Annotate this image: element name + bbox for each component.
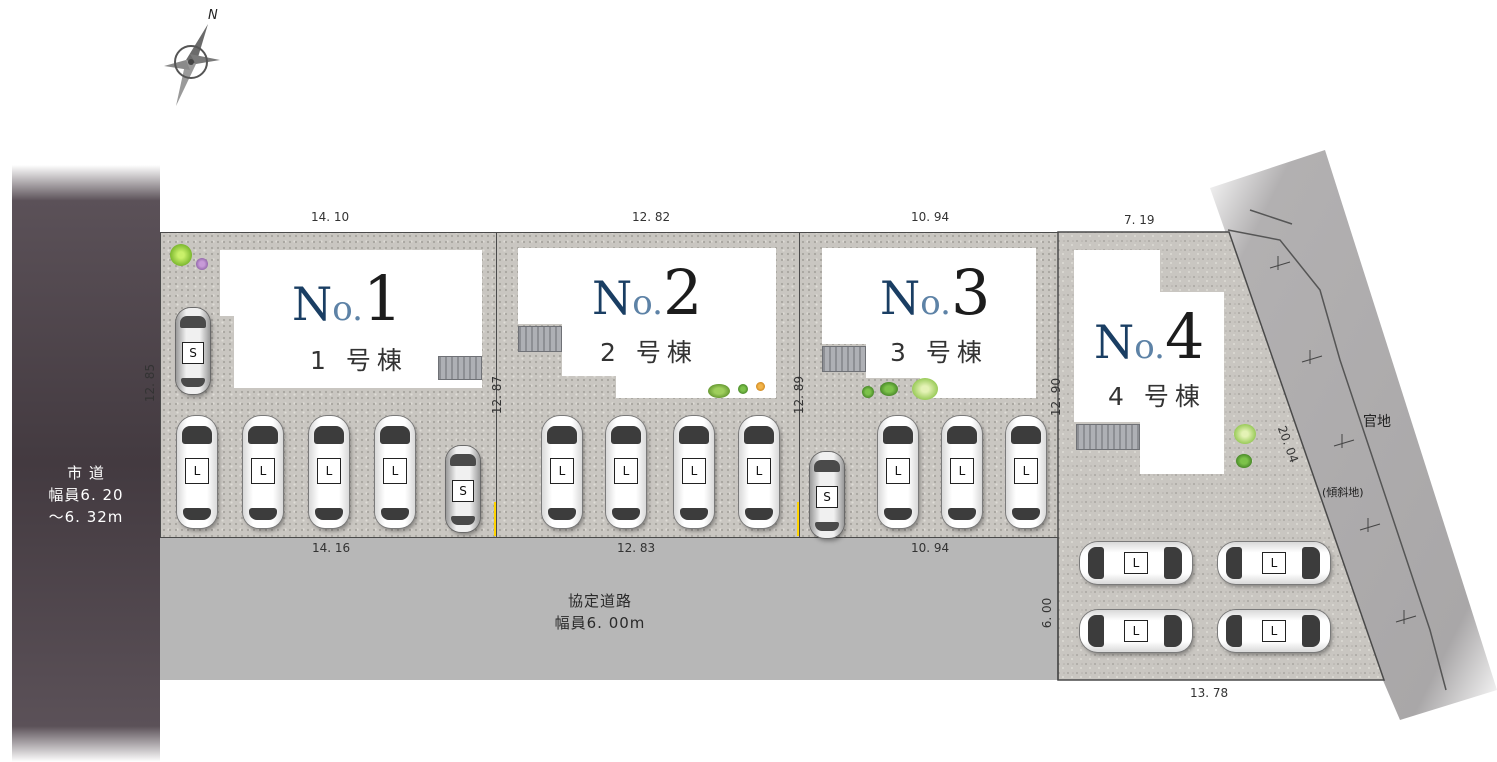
house-2-wing xyxy=(616,370,776,398)
house-3-building-label: 3 号棟 xyxy=(890,338,988,367)
lot-3-bottom-dimension: 10. 94 xyxy=(911,541,950,555)
lot-1-bottom-dimension: 14. 16 xyxy=(312,541,351,555)
house-3-wing xyxy=(920,372,1036,398)
house-1-building-label: 1 号棟 xyxy=(310,346,408,375)
lot-4-bottom-dimension: 13. 78 xyxy=(1190,686,1229,700)
parking-large: L xyxy=(942,416,982,528)
plant-icon xyxy=(1236,454,1252,468)
lot-3-top-dimension: 10. 94 xyxy=(911,210,950,224)
lot-2-top-dimension: 12. 82 xyxy=(632,210,671,224)
agreement-road-name: 協定道路 xyxy=(567,592,632,610)
house-3-number: No.3 xyxy=(880,256,991,329)
storage-1 xyxy=(438,356,482,380)
parking-large-label: L xyxy=(550,458,574,484)
parking-large: L xyxy=(739,416,779,528)
house-2-body xyxy=(562,320,776,376)
agreement-road-width: 幅員6. 00m xyxy=(554,614,646,632)
parking-large-label: L xyxy=(1262,552,1286,574)
city-road-name: 市 道 xyxy=(67,464,105,482)
parking-large: L xyxy=(542,416,582,528)
parking-large-label: L xyxy=(1262,620,1286,642)
plant-icon xyxy=(880,382,898,396)
parking-large-label: L xyxy=(950,458,974,484)
parking-large: L xyxy=(1080,610,1192,652)
flower-icon xyxy=(738,384,748,394)
parking-large-label: L xyxy=(1014,458,1038,484)
parking-large: L xyxy=(1218,542,1330,584)
plant-icon xyxy=(1234,424,1256,444)
parking-large-label: L xyxy=(317,458,341,484)
compass: N xyxy=(160,8,230,108)
lot-2-side-dimension: 12. 87 xyxy=(490,375,504,415)
parking-small-label: S xyxy=(816,486,838,508)
parking-large: L xyxy=(1218,610,1330,652)
house-2-building-label: 2 号棟 xyxy=(600,338,698,367)
state-land-note: (傾斜地) xyxy=(1322,486,1364,499)
house-2-number: No.2 xyxy=(592,256,703,329)
lot-1-top-dimension: 14. 10 xyxy=(311,210,350,224)
parking-large: L xyxy=(1080,542,1192,584)
house-4-building-label: 4 号棟 xyxy=(1108,382,1206,411)
city-road xyxy=(12,165,160,762)
lot-2-bottom-dimension: 12. 83 xyxy=(617,541,656,555)
parking-large-label: L xyxy=(251,458,275,484)
compass-north-label: N xyxy=(208,8,218,23)
city-road-width-range: ～6. 32m xyxy=(48,508,124,526)
house-3[interactable] xyxy=(822,248,1036,344)
parking-small: S xyxy=(810,452,844,538)
flower-icon xyxy=(196,258,208,270)
state-land-slope xyxy=(1210,150,1497,720)
house-4-body xyxy=(1140,292,1224,474)
house-2[interactable] xyxy=(518,248,776,324)
plant-icon xyxy=(912,378,938,400)
parking-large-label: L xyxy=(682,458,706,484)
lot-4-top-dimension: 7. 19 xyxy=(1124,213,1155,227)
storage-4 xyxy=(1076,424,1140,450)
agreement-road-label: 協定道路 幅員6. 00m xyxy=(520,590,680,634)
house-1[interactable] xyxy=(220,250,482,316)
parking-large: L xyxy=(606,416,646,528)
parking-large: L xyxy=(375,416,415,528)
parking-large: L xyxy=(878,416,918,528)
agreement-road xyxy=(160,538,1058,680)
house-1-number: No.1 xyxy=(292,262,403,335)
city-road-label: 市 道 幅員6. 20 ～6. 32m xyxy=(12,462,160,528)
parking-large-label: L xyxy=(747,458,771,484)
parking-large: L xyxy=(674,416,714,528)
house-4-number: No.4 xyxy=(1094,300,1205,373)
parking-large-label: L xyxy=(1124,552,1148,574)
parking-large: L xyxy=(243,416,283,528)
flower-icon xyxy=(756,382,765,391)
parking-large-label: L xyxy=(614,458,638,484)
lot-4-extra-side-dimension: 6. 00 xyxy=(1040,597,1054,629)
lot-3-side-dimension: 12. 89 xyxy=(792,375,806,415)
parking-large-label: L xyxy=(886,458,910,484)
storage-2 xyxy=(518,326,562,352)
parking-large-label: L xyxy=(383,458,407,484)
plant-icon xyxy=(862,386,874,398)
compass-rose-icon xyxy=(164,24,220,106)
city-road-width: 幅員6. 20 xyxy=(48,486,124,504)
parking-large-label: L xyxy=(1124,620,1148,642)
parking-large: L xyxy=(309,416,349,528)
parking-large: L xyxy=(177,416,217,528)
parking-small-label: S xyxy=(452,480,474,502)
parking-small: S xyxy=(176,308,210,394)
storage-3 xyxy=(822,346,866,372)
parking-large-label: L xyxy=(185,458,209,484)
house-3-body xyxy=(866,340,1036,378)
plant-icon xyxy=(708,384,730,398)
lot-1-side-dimension: 12. 85 xyxy=(143,363,157,403)
parking-large: L xyxy=(1006,416,1046,528)
parking-small: S xyxy=(446,446,480,532)
tree-icon xyxy=(170,244,192,266)
parking-small-label: S xyxy=(182,342,204,364)
state-land-name: 官地 xyxy=(1363,414,1391,430)
lot-4-side-dimension: 12. 90 xyxy=(1049,377,1063,417)
